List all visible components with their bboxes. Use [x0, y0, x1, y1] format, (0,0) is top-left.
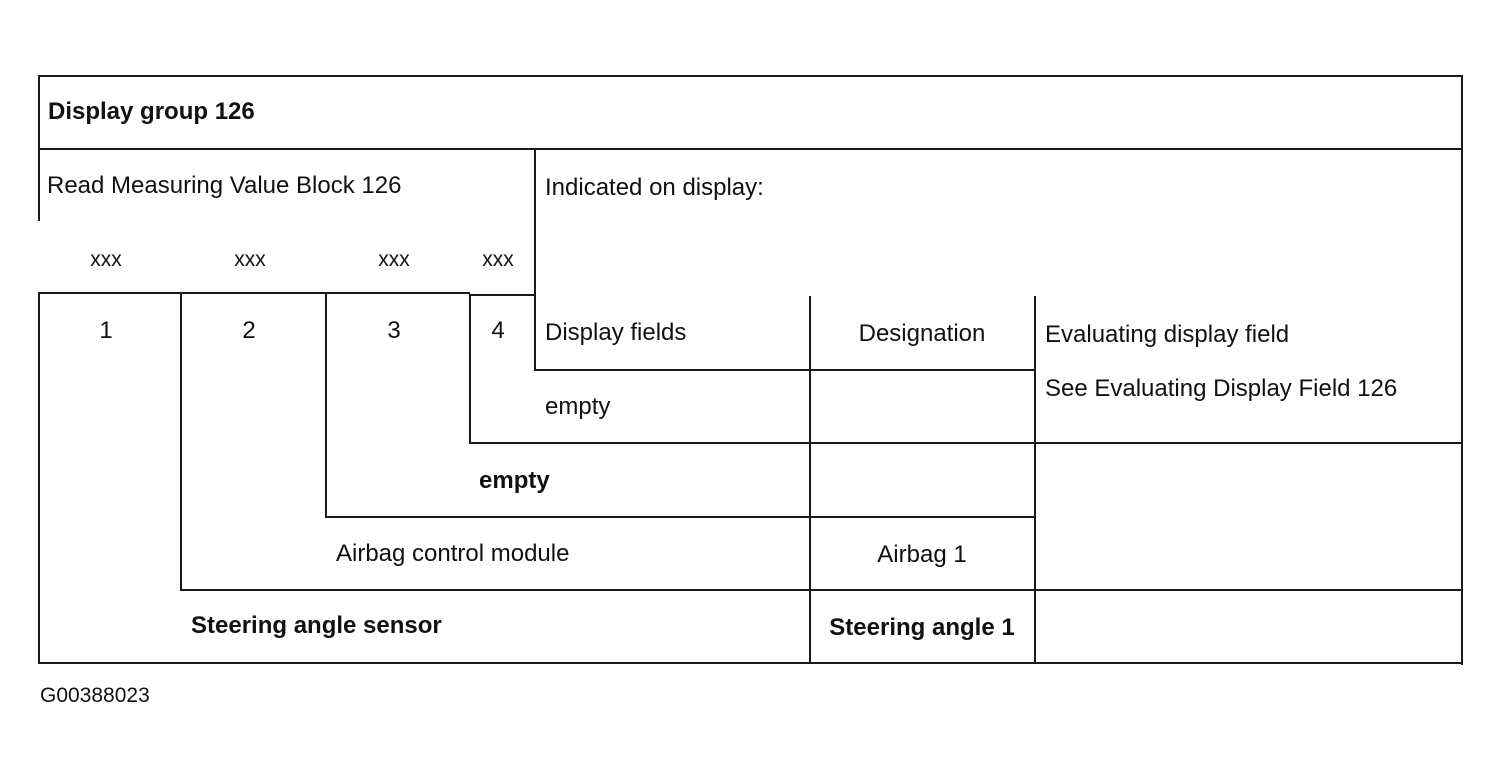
designation-header: Designation [858, 320, 986, 347]
evaluating-header: Evaluating display field [1045, 321, 1290, 348]
row-4-field: empty [545, 393, 611, 420]
field3-left-line [325, 292, 327, 517]
indicated-left-line [534, 148, 536, 370]
row-2-field: Airbag control module [336, 540, 570, 567]
evaluating-left-line [1034, 296, 1036, 664]
field1-left-line [38, 292, 40, 664]
row-2-designation: Airbag 1 [877, 541, 967, 568]
measured-value-1: xxx [90, 248, 122, 271]
frame-top-line [38, 75, 1463, 77]
row-1-field: Steering angle sensor [191, 612, 442, 639]
measured-value-4: xxx [482, 248, 514, 271]
fields-top-line-b [470, 294, 536, 296]
row-3-field: empty [479, 467, 550, 494]
row-1-designation: Steering angle 1 [829, 614, 1015, 641]
indicated-on-display-label: Indicated on display: [545, 174, 764, 201]
field-number-2: 2 [242, 317, 256, 344]
row2-bottom-line [325, 516, 1036, 518]
designation-left-line [809, 296, 811, 664]
measuring-block-label: Read Measuring Value Block 126 [47, 172, 402, 199]
row4-bottom-line [38, 662, 1463, 664]
field-number-3: 3 [387, 317, 401, 344]
row1-top-line [534, 369, 1035, 371]
fields-top-line-a [38, 292, 470, 294]
display-group-title: Display group 126 [48, 98, 255, 125]
row1-bottom-line [469, 442, 1463, 444]
row3-bottom-line [180, 589, 1463, 591]
measured-value-3: xxx [378, 248, 410, 271]
evaluating-note: See Evaluating Display Field 126 [1045, 375, 1398, 402]
field-number-1: 1 [99, 317, 113, 344]
figure-id: G00388023 [40, 684, 150, 707]
frame-right-line [1461, 75, 1463, 665]
field-number-4: 4 [491, 317, 505, 344]
field4-left-line [469, 294, 471, 444]
header-divider [38, 148, 1463, 150]
field2-left-line [180, 292, 182, 590]
display-fields-header: Display fields [545, 319, 687, 346]
measured-value-2: xxx [234, 248, 266, 271]
